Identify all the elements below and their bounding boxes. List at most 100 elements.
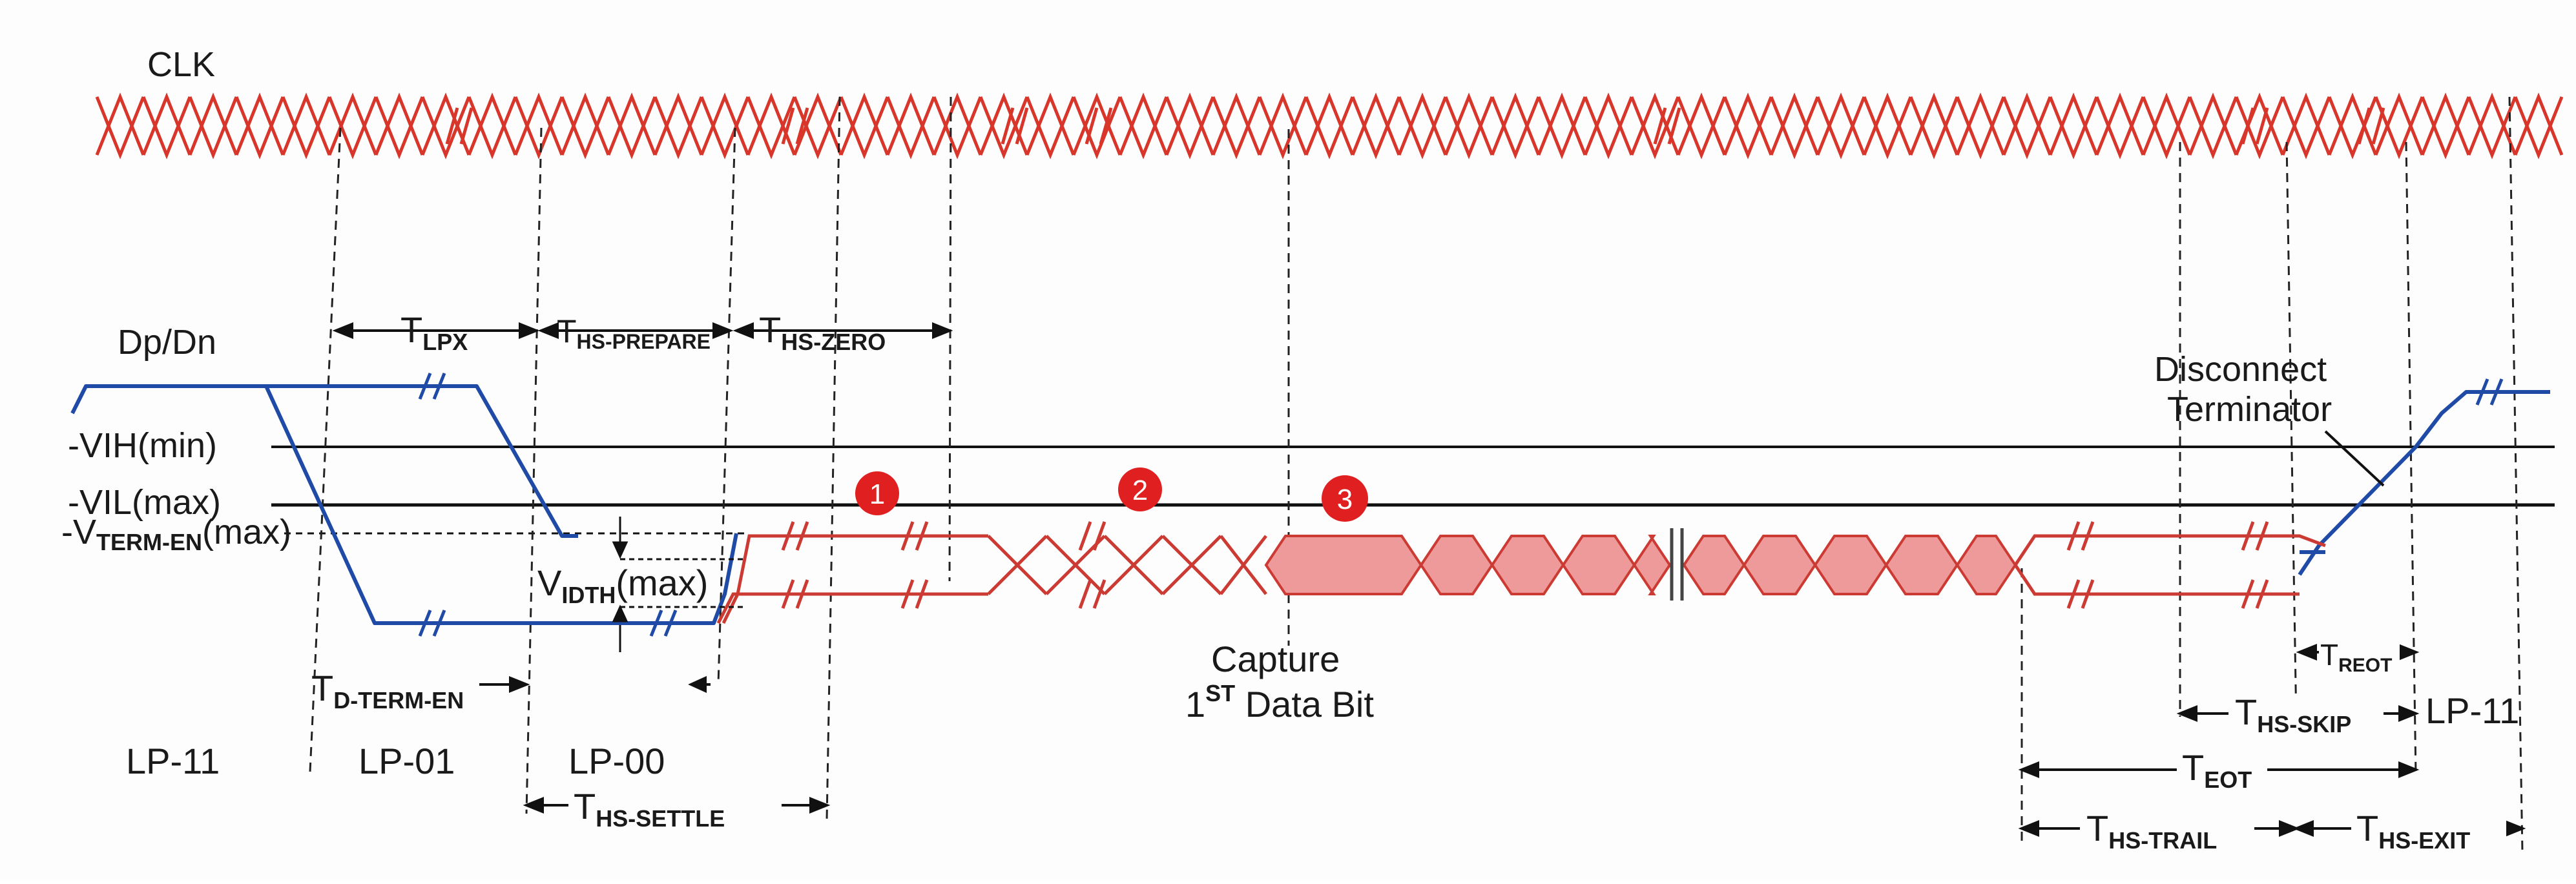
break-mark	[2241, 579, 2255, 609]
break-mark	[781, 107, 795, 145]
hs-bit-cell	[1490, 535, 1565, 595]
break-mark	[795, 579, 809, 609]
break-mark	[795, 521, 809, 551]
break-mark	[1653, 107, 1667, 145]
hs-bit-cell	[1561, 535, 1636, 595]
break-mark	[1099, 107, 1113, 145]
ref-line	[2405, 141, 2417, 776]
marker-3: 3	[1322, 475, 1368, 522]
break-mark	[2371, 107, 2385, 145]
disconnect-label-line1: Disconnect	[2154, 350, 2327, 389]
state-lp11-start: LP-11	[126, 741, 220, 781]
break-mark	[781, 579, 795, 609]
marker-1-circle	[855, 471, 899, 515]
break-mark	[2255, 107, 2269, 145]
ths-exit-bg	[2351, 807, 2506, 849]
ths-trail-bg	[2080, 807, 2254, 849]
hs-rail-top	[722, 534, 988, 624]
ref-line	[826, 96, 841, 821]
ths-settle-bg	[568, 781, 782, 827]
break-mark	[2357, 107, 2371, 145]
break-mark	[1092, 521, 1106, 551]
break-mark	[1078, 521, 1092, 551]
break-mark	[445, 107, 459, 145]
td-term-en-label: TD-TERM-EN	[311, 668, 464, 714]
disconnect-pointer	[2324, 430, 2385, 487]
teot-label: TEOT	[2182, 747, 2252, 793]
vih-label: -VIH(min)	[68, 426, 217, 465]
ths-trail-label: THS-TRAIL	[2086, 808, 2217, 854]
break-mark	[900, 579, 915, 609]
hs-bit-cell	[1884, 535, 1959, 595]
treot-label: TREOT	[2320, 638, 2392, 676]
break-mark	[915, 579, 929, 609]
break-mark	[2081, 521, 2095, 551]
lp-break-marks	[418, 373, 2504, 637]
ths-zero-label: THS-ZERO	[759, 309, 886, 355]
clk-label: CLK	[147, 45, 215, 84]
marker-2: 2	[1118, 468, 1162, 511]
top-timing-arrows	[332, 322, 953, 339]
state-lp01: LP-01	[358, 741, 455, 781]
treot-bg	[2319, 636, 2400, 672]
ths-prepare-label: THS-PREPARE	[557, 313, 711, 353]
lp-waveform	[70, 384, 2550, 625]
break-mark	[1001, 107, 1015, 145]
hs-bit-cell	[1813, 535, 1888, 595]
break-mark	[2241, 521, 2255, 551]
vidth-label: VIDTH(max)	[537, 562, 708, 608]
clk-trace-n	[95, 92, 2564, 156]
hs-data-waveform	[716, 521, 2326, 624]
state-lp11-end: LP-11	[2425, 690, 2519, 731]
marker-3-text: 3	[1337, 484, 1353, 515]
capture-label-line1: Capture	[1211, 639, 1340, 679]
reference-lines	[309, 96, 2524, 853]
hs-bit-cell	[1682, 535, 1746, 595]
marker-3-circle	[1322, 475, 1368, 522]
break-mark	[915, 521, 929, 551]
vidth-marker	[612, 517, 743, 652]
break-mark	[2066, 579, 2081, 609]
break-mark	[2066, 521, 2081, 551]
marker-2-text: 2	[1132, 475, 1148, 506]
ths-skip-bg	[2228, 694, 2384, 733]
ref-line	[525, 127, 543, 814]
hs-bit-cell	[1632, 535, 1672, 595]
break-mark	[2255, 521, 2269, 551]
ref-line	[2508, 96, 2524, 853]
lp-exit-line	[2298, 390, 2550, 576]
break-mark	[1085, 107, 1099, 145]
break-mark	[795, 107, 809, 145]
right-timing-arrows	[2018, 644, 2526, 837]
dpdn-label: Dp/Dn	[118, 323, 216, 362]
break-mark	[459, 107, 473, 145]
break-mark	[2241, 107, 2255, 145]
break-mark	[900, 521, 915, 551]
tlpx-label: TLPX	[400, 309, 468, 355]
hs-bit-cell	[1419, 535, 1494, 595]
break-mark	[1092, 579, 1106, 609]
marker-1-text: 1	[869, 478, 885, 510]
hs-transitions	[987, 535, 1267, 595]
ref-line	[2285, 141, 2298, 724]
hs-bit-cell	[1264, 535, 1423, 595]
break-mark	[2255, 579, 2269, 609]
break-mark	[2081, 579, 2095, 609]
hs-bit-cell	[1742, 535, 1817, 595]
break-mark	[1078, 579, 1092, 609]
break-mark	[781, 521, 795, 551]
ths-settle-label: THS-SETTLE	[574, 786, 725, 832]
clk-waveform	[95, 92, 2564, 159]
clk-trace-p	[95, 96, 2564, 159]
break-mark	[1015, 107, 1029, 145]
marker-1: 1	[855, 471, 899, 515]
hs-trail-top	[2013, 534, 2326, 566]
hs-trail-bottom	[2013, 564, 2300, 596]
ths-skip-label: THS-SKIP	[2235, 692, 2351, 737]
hs-rail-bottom	[716, 592, 988, 624]
disconnect-label-line2: Terminator	[2167, 390, 2332, 429]
vterm-label: -VTERM-EN(max)	[61, 513, 291, 555]
ref-line	[948, 96, 952, 582]
vil-label: -VIL(max)	[68, 483, 221, 522]
